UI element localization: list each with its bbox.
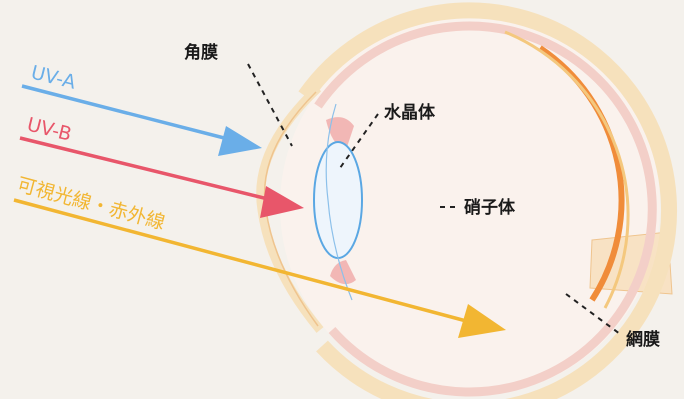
sclera-edge: [504, 30, 630, 309]
cornea-label: 角膜: [184, 42, 218, 63]
visible-ir-ray: [13, 198, 506, 338]
lens-label: 水晶体: [384, 102, 436, 123]
lens-leader: [339, 113, 379, 169]
uva-arrowhead: [218, 126, 262, 156]
zonule: [325, 103, 353, 301]
uvb-arrowhead: [260, 186, 304, 218]
uvb-ray: [19, 136, 304, 218]
visible-ir-label: 可視光線・赤外線: [15, 174, 168, 235]
lens-shape: [313, 141, 363, 259]
retina-label: 網膜: [626, 329, 660, 350]
sclera: [298, 2, 678, 399]
visible-ir-arrowhead: [458, 304, 506, 338]
uva-ray: [21, 84, 262, 156]
eyeball-body: [280, 16, 660, 396]
vitreous-label: 硝子体: [464, 197, 516, 218]
cornea-leader: [247, 63, 293, 147]
iris-lower: [330, 260, 356, 285]
retina-leader: [565, 293, 621, 335]
iris-upper: [326, 117, 354, 150]
choroid: [314, 21, 657, 397]
